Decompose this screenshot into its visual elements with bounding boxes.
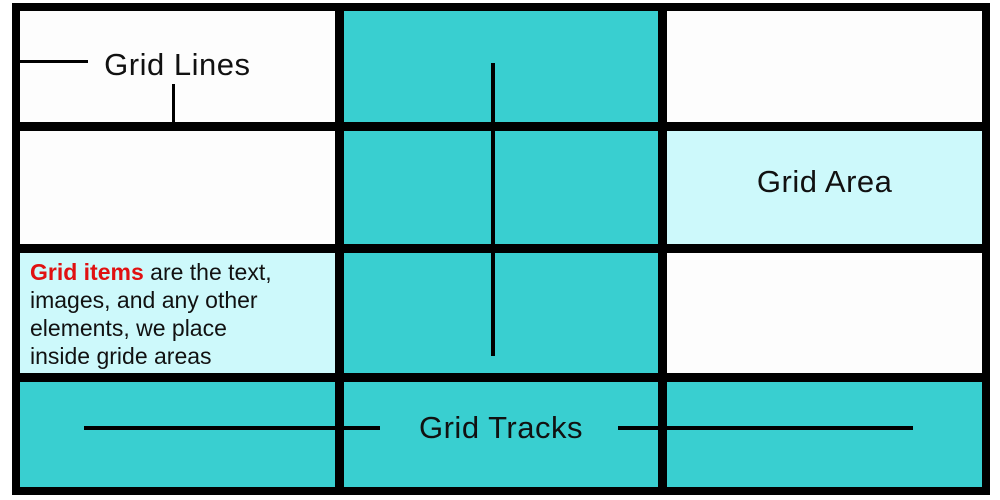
grid-cell-r2c2 (343, 131, 659, 244)
grid-tracks-label: Grid Tracks (419, 409, 583, 445)
grid-cell-r2c1 (20, 131, 335, 244)
grid-tracks-left-line (84, 426, 380, 430)
grid-cell-r4c3 (667, 382, 982, 487)
grid-tracks-right-line (618, 426, 913, 430)
grid-area-label: Grid Area (756, 163, 893, 199)
grid-items-note-line2: images, and any other (30, 287, 258, 313)
grid-items-note-line3: elements, we place (30, 315, 227, 341)
grid-lines-pointer-horizontal-line (20, 60, 88, 63)
grid-cell-r3c3 (667, 253, 982, 373)
grid-items-note-line4: inside gride areas (30, 343, 212, 369)
grid-items-highlight: Grid items (30, 259, 144, 285)
grid-cell-r3c2 (343, 253, 659, 373)
grid-cell-r1c1: Grid Lines (20, 11, 335, 122)
grid-lines-pointer-vertical-line (172, 84, 175, 126)
css-grid-illustration: Grid Lines Grid Area Grid items are the … (12, 3, 990, 495)
grid-cell-r4c2: Grid Tracks (343, 382, 659, 487)
grid-items-line1-rest: are the text, (143, 259, 272, 285)
grid-items-note: Grid items are the text, images, and any… (30, 258, 329, 370)
grid-line-annotation-vertical-line (491, 63, 495, 356)
grid-lines-label: Grid Lines (104, 46, 251, 82)
grid-cell-r1c2 (343, 11, 659, 122)
grid-cell-r1c3 (667, 11, 982, 122)
grid-cell-r2c3: Grid Area (667, 131, 982, 244)
grid-cell-r3c1: Grid items are the text, images, and any… (20, 253, 335, 373)
grid-cell-r4c1 (20, 382, 335, 487)
grid-items-note-line1: Grid items are the text, (30, 258, 329, 286)
